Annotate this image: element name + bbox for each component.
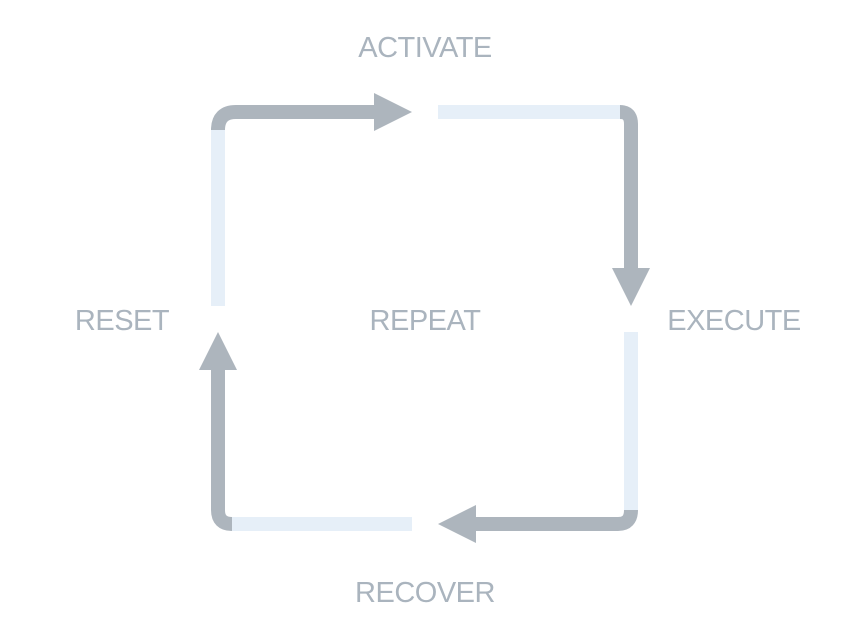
left-segment-dark (211, 368, 233, 531)
arrow-head-up (199, 332, 237, 370)
arrow-head-right (374, 93, 412, 131)
stage-label-left: RESET (75, 305, 170, 337)
arrow-head-left (438, 505, 476, 543)
stage-label-right: EXECUTE (667, 305, 801, 337)
top-segment-dark (211, 105, 378, 131)
bottom-segment-dark (474, 509, 638, 531)
center-label: REPEAT (370, 305, 482, 337)
dark-segments (199, 93, 650, 543)
light-segments (211, 105, 638, 531)
stage-label-top: ACTIVATE (358, 32, 492, 64)
arrow-head-down (612, 268, 650, 306)
stage-label-bottom: RECOVER (355, 577, 495, 609)
right-segment-dark (619, 105, 638, 270)
